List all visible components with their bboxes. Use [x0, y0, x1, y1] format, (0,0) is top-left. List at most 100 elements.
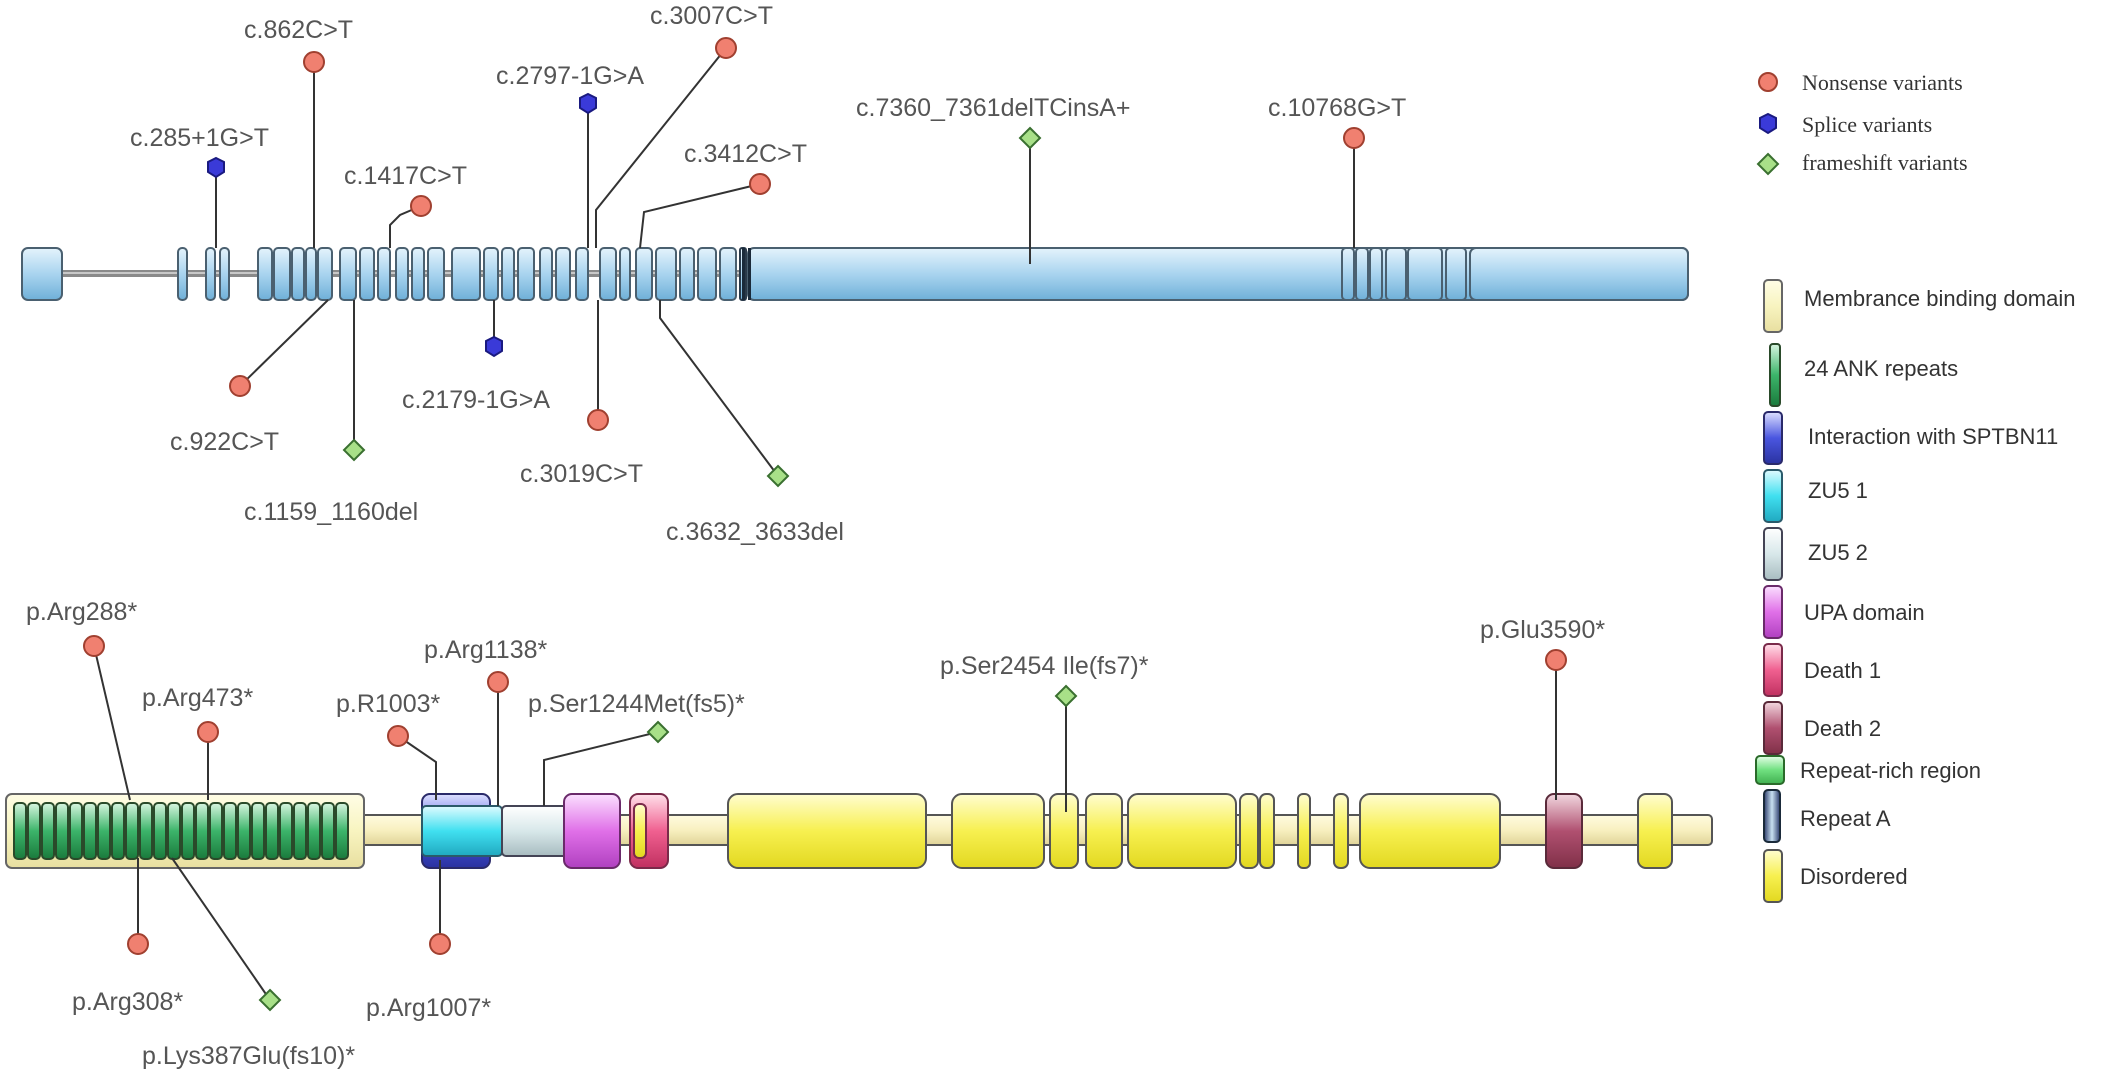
frameshift-marker[interactable] [258, 988, 282, 1012]
nonsense-marker[interactable] [1343, 127, 1365, 149]
ank-repeat [181, 802, 195, 860]
protein-structure: p.Arg288* p.Arg473* p.Arg308* p.Lys387Gl… [5, 598, 1713, 1070]
legend-label: Repeat-rich region [1800, 758, 1981, 783]
exon [219, 247, 230, 301]
disordered-region [1637, 793, 1673, 869]
legend-death2-swatch [1763, 701, 1783, 755]
nonsense-marker[interactable] [303, 51, 325, 73]
exon [273, 247, 291, 301]
disordered-region [1259, 793, 1275, 869]
ank-repeat [97, 802, 111, 860]
disordered-region [1359, 793, 1501, 869]
legend-zu5-1-swatch [1763, 469, 1783, 523]
legend-disordered-swatch [1763, 849, 1783, 903]
gene-structure: c.862C>T c.285+1G>T c.1417C>T c.922C>T c… [21, 2, 1689, 546]
exon [619, 247, 631, 301]
exon [517, 247, 535, 301]
exon [177, 247, 188, 301]
exon [539, 247, 553, 301]
nonsense-marker[interactable] [587, 409, 609, 431]
legend-frameshift-icon [1756, 152, 1780, 176]
variant-label: c.922C>T [170, 428, 279, 456]
legend-label: Interaction with SPTBN11 [1808, 424, 2058, 449]
nonsense-marker[interactable] [229, 375, 251, 397]
nonsense-marker[interactable] [410, 195, 432, 217]
variant-stem [659, 300, 779, 477]
exon [719, 247, 737, 301]
disordered-region [1127, 793, 1237, 869]
nonsense-marker[interactable] [387, 725, 409, 747]
exon [305, 247, 317, 301]
ank-repeat [209, 802, 223, 860]
variant-label: c.2797-1G>A [496, 62, 644, 90]
variant-stem [397, 735, 437, 800]
legend-membrane-swatch [1763, 279, 1783, 333]
exon [1369, 247, 1383, 301]
exon [697, 247, 717, 301]
frameshift-marker[interactable] [646, 720, 670, 744]
legend-label: 24 ANK repeats [1804, 356, 1958, 381]
nonsense-marker[interactable] [715, 37, 737, 59]
nonsense-marker[interactable] [749, 173, 771, 195]
variant-stem [389, 205, 422, 248]
frameshift-marker[interactable] [1054, 684, 1078, 708]
nonsense-marker[interactable] [487, 671, 509, 693]
ank-repeat [335, 802, 349, 860]
frameshift-marker[interactable] [766, 464, 790, 488]
variant-label: p.Lys387Glu(fs10)* [142, 1042, 355, 1070]
variant-label: c.3412C>T [684, 140, 807, 168]
exon [411, 247, 425, 301]
frameshift-marker[interactable] [342, 438, 366, 462]
ank-repeats [13, 802, 349, 860]
legend-label: frameshift variants [1802, 150, 1968, 175]
nonsense-marker[interactable] [83, 635, 105, 657]
variant-stem [595, 47, 727, 248]
disordered-region [951, 793, 1045, 869]
exon [395, 247, 409, 301]
variant-label: p.Arg308* [72, 988, 183, 1016]
legend: Nonsense variants Splice variants frames… [1755, 70, 2076, 903]
legend-label: Death 2 [1804, 716, 1881, 741]
legend-repeat-a-swatch [1763, 789, 1781, 843]
ank-repeat [27, 802, 41, 860]
variant-label: p.Arg288* [26, 598, 137, 626]
splice-marker[interactable] [485, 335, 503, 358]
disordered-region [633, 803, 647, 859]
ank-repeat [153, 802, 167, 860]
disordered-region [1085, 793, 1123, 869]
variant-label: c.10768G>T [1268, 94, 1406, 122]
ank-repeat [125, 802, 139, 860]
exon [377, 247, 391, 301]
variant-label: c.1159_1160del [244, 498, 418, 526]
legend-splice-icon [1759, 112, 1777, 135]
variant-label: p.Ser1244Met(fs5)* [528, 690, 745, 718]
legend-upa-swatch [1763, 585, 1783, 639]
legend-label: Nonsense variants [1802, 70, 1963, 95]
nonsense-marker[interactable] [197, 721, 219, 743]
nonsense-marker[interactable] [1545, 649, 1567, 671]
exon [339, 247, 357, 301]
ank-repeat [195, 802, 209, 860]
splice-marker[interactable] [579, 92, 597, 115]
legend-ank-swatch [1769, 343, 1781, 407]
legend-death1-swatch [1763, 643, 1783, 697]
legend-label: Disordered [1800, 864, 1908, 889]
variant-label: p.Arg1007* [366, 994, 491, 1022]
variant-label: p.Ser2454 Ile(fs7)* [940, 652, 1149, 680]
exon [555, 247, 571, 301]
splice-marker[interactable] [207, 156, 225, 179]
ank-repeat [167, 802, 181, 860]
variant-label: p.Glu3590* [1480, 616, 1605, 644]
variant-label: c.285+1G>T [130, 124, 269, 152]
ank-repeat [307, 802, 321, 860]
nonsense-marker[interactable] [429, 933, 451, 955]
ank-repeat [13, 802, 27, 860]
frameshift-marker[interactable] [1018, 126, 1042, 150]
ank-repeat [293, 802, 307, 860]
repeat-a-mark [748, 248, 751, 300]
legend-nonsense-icon [1758, 72, 1778, 92]
nonsense-marker[interactable] [127, 933, 149, 955]
ank-repeat [111, 802, 125, 860]
exon [451, 247, 481, 301]
exon [1407, 247, 1443, 301]
